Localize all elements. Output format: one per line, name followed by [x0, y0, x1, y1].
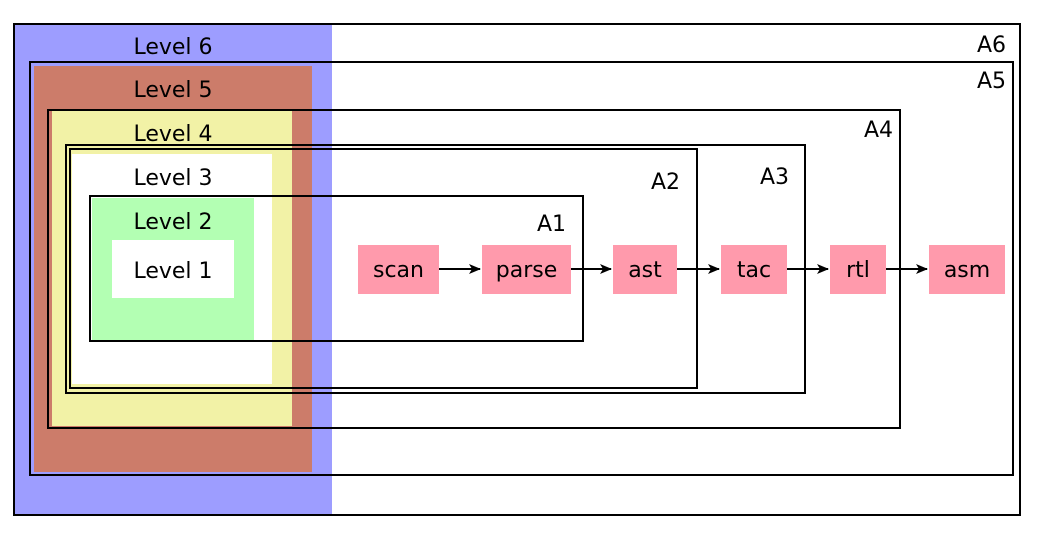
frame-a6 [13, 23, 1021, 516]
frame-a1-label: A1 [537, 212, 566, 237]
node-parse-box [482, 245, 571, 294]
frame-a5-label: A5 [977, 69, 1006, 94]
frame-a4-label: A4 [864, 118, 893, 143]
level-5-label: Level 5 [133, 78, 212, 103]
node-ast: ast [613, 245, 677, 294]
level-3-label: Level 3 [133, 166, 212, 191]
node-parse-label: parse [496, 258, 558, 283]
node-scan-box [358, 245, 439, 294]
frame-a2-label: A2 [651, 170, 680, 195]
frame-a5 [29, 61, 1014, 476]
node-ast-label: ast [628, 258, 662, 283]
node-rtl: rtl [830, 245, 886, 294]
node-scan-label: scan [373, 258, 424, 283]
frame-a3-label: A3 [760, 165, 789, 190]
node-asm: asm [929, 245, 1005, 294]
node-asm-box [929, 245, 1005, 294]
level-1-label: Level 1 [133, 259, 212, 284]
node-tac-box [721, 245, 787, 294]
node-ast-box [613, 245, 677, 294]
node-parse: parse [482, 245, 571, 294]
node-scan: scan [358, 245, 439, 294]
level-6-label: Level 6 [133, 35, 212, 60]
node-tac: tac [721, 245, 787, 294]
node-rtl-box [830, 245, 886, 294]
level-2-label: Level 2 [133, 210, 212, 235]
level-4-label: Level 4 [133, 122, 212, 147]
node-rtl-label: rtl [846, 258, 870, 283]
node-asm-label: asm [944, 258, 990, 283]
frame-a6-label: A6 [977, 33, 1006, 58]
level-1-region [112, 240, 234, 298]
node-tac-label: tac [737, 258, 771, 283]
